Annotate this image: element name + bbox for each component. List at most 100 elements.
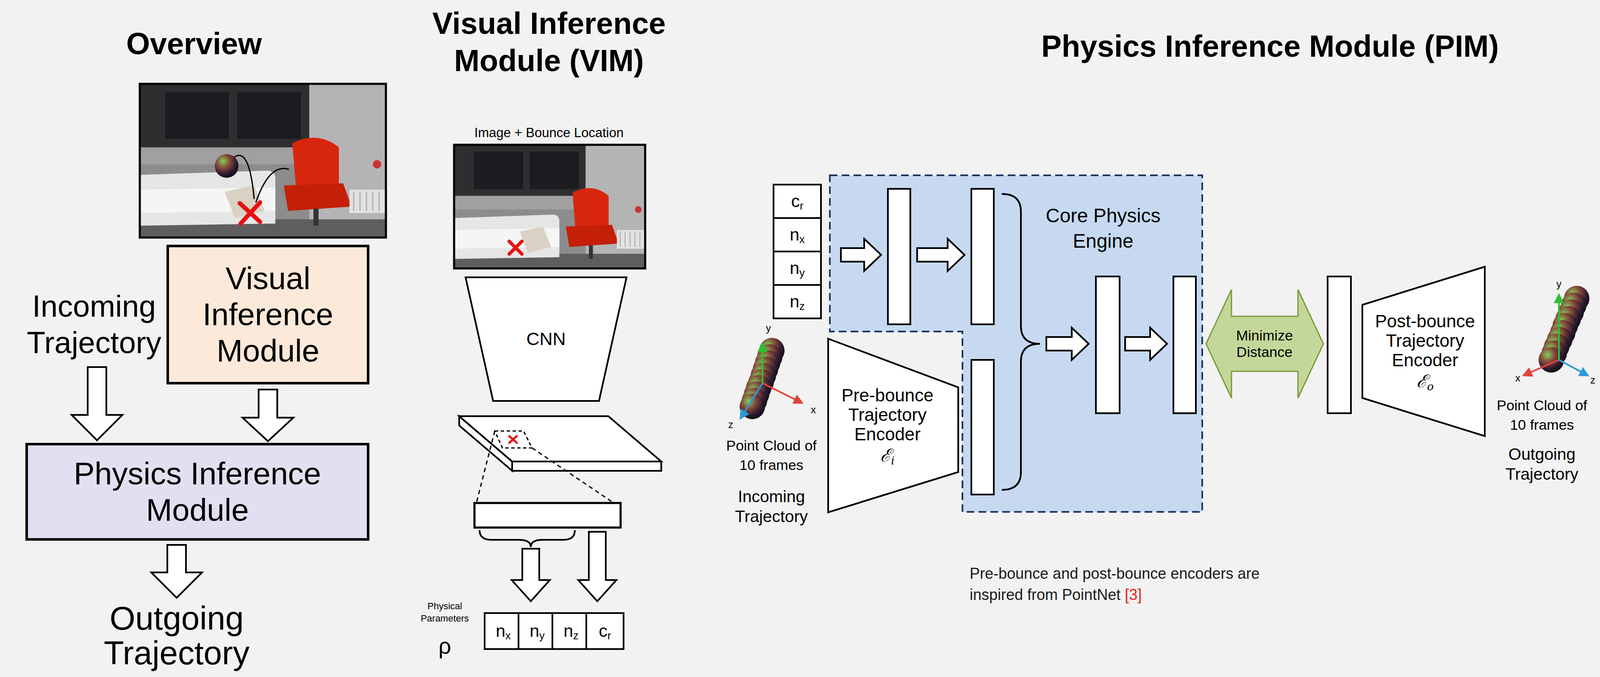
section-title-box: Physics Inference Module (PIM) — [994, 28, 1546, 64]
axis-label: x — [810, 404, 816, 416]
node-text: r — [799, 199, 804, 212]
layer-bar — [971, 360, 994, 495]
node-text: y — [799, 266, 805, 279]
engine-region-outline — [829, 175, 1203, 513]
node-text: Core Physics Engine — [1039, 203, 1167, 255]
flow-label-box: Outgoing Trajectory — [96, 601, 258, 672]
bounce-ball — [255, 168, 289, 203]
parameter-cell: ny — [772, 250, 822, 286]
parameter-cell: nz — [551, 612, 591, 651]
hollow-arrow — [840, 238, 882, 272]
axis-label-box: x — [1511, 372, 1525, 384]
axis-label: y — [765, 322, 771, 334]
node-text: ℰo — [1374, 371, 1476, 392]
layer-bar — [1327, 276, 1351, 414]
point-cloud — [1538, 285, 1590, 373]
feature-vector — [474, 503, 621, 528]
node-text: y — [539, 629, 545, 642]
data-label: Point Cloud of 10 frames — [1496, 397, 1588, 433]
feature-map — [509, 436, 517, 444]
flow-label-box: Incoming Trajectory — [22, 288, 167, 362]
parameter-cell: nx — [772, 217, 822, 253]
layer-bar — [887, 188, 1351, 495]
text-block: Post-bounce Trajectory Encoderℰo — [1374, 311, 1476, 392]
node-text: ny — [776, 257, 819, 279]
loss-double-arrow: Minimize Distance — [1206, 289, 1324, 399]
bounce-mark — [239, 202, 261, 224]
node-text: nz — [554, 621, 588, 642]
scene-photo — [139, 83, 386, 238]
feature-map — [476, 431, 613, 503]
parameter-cell: nz — [772, 284, 822, 320]
text-block: Core Physics Engine — [1039, 203, 1167, 255]
input-image — [454, 144, 646, 269]
hollow-arrow — [1125, 327, 1168, 361]
layer-bar — [1095, 276, 1120, 414]
text-block: ny — [776, 257, 819, 279]
scene-photo — [139, 83, 386, 238]
parameter-cell: ny — [517, 612, 557, 651]
image-caption-box: Image + Bounce Location — [443, 124, 655, 141]
text-block: ny — [521, 621, 554, 642]
text-block: cr — [776, 191, 819, 212]
module-box: Visual Inference Module — [166, 244, 370, 385]
node-text: i — [890, 454, 895, 468]
citation: [3] — [1124, 586, 1142, 604]
encoder-trapezoid-outline — [1362, 266, 1485, 437]
feature-map — [459, 416, 662, 462]
data-label-box: Outgoing Trajectory — [1491, 444, 1593, 485]
node-text: cr — [776, 191, 819, 212]
flow-label: Incoming Trajectory — [26, 289, 161, 360]
section-title: Overview — [126, 26, 262, 61]
cnn-trapezoid-outline — [465, 277, 627, 402]
parameter-symbol-box: ρ — [432, 634, 458, 659]
layer-bar — [971, 188, 994, 325]
text-block: CNN — [499, 328, 593, 351]
brace — [1001, 194, 1040, 491]
section-title-box: Overview — [83, 26, 305, 62]
axis-label-box: x — [806, 404, 820, 416]
input-image — [454, 144, 646, 269]
encoder-trapezoid-outline — [828, 338, 959, 513]
node-text: nx — [776, 224, 819, 246]
node-text: x — [799, 233, 805, 246]
feature-map — [494, 431, 533, 449]
node-text: z — [799, 300, 805, 313]
text-block: nx — [776, 224, 819, 246]
hollow-arrow — [151, 545, 203, 599]
axis-arrow — [1558, 296, 1560, 361]
brace — [479, 530, 575, 548]
node-text: Pre-bounce Trajectory Encoder — [836, 385, 939, 445]
hollow-arrow — [511, 532, 617, 602]
axis-label: z — [1590, 374, 1596, 386]
node-text: nx — [487, 621, 520, 642]
feature-vector — [474, 503, 621, 528]
node-text: Visual Inference Module — [179, 260, 358, 369]
parameter-cell: cr — [772, 183, 822, 220]
encoder-trapezoid: Pre-bounce Trajectory Encoderℰi — [828, 338, 959, 513]
axis-label: y — [1556, 278, 1562, 290]
data-label-box: Point Cloud of 10 frames — [720, 436, 823, 476]
node-text: CNN — [499, 328, 593, 351]
node-text: ny — [521, 621, 554, 642]
node-text: x — [505, 629, 511, 642]
hollow-arrow — [840, 238, 1168, 361]
hollow-arrow — [1046, 327, 1089, 361]
text-block: nz — [776, 291, 819, 313]
parameter-cell: cr — [585, 612, 625, 651]
image-caption: Image + Bounce Location — [474, 125, 624, 141]
hollow-arrow — [578, 532, 617, 602]
section-title: Visual Inference Module (VIM) — [432, 6, 666, 78]
flow-label: Outgoing Trajectory — [103, 599, 250, 672]
parameter-label: Physical Parameters — [420, 601, 469, 624]
hollow-arrow — [917, 238, 965, 272]
layer-bar — [1173, 276, 1196, 414]
text-block: Physics Inference Module — [36, 455, 359, 528]
node-text: Minimize Distance — [1224, 327, 1305, 361]
axis-label-box: y — [762, 322, 775, 334]
text-block: nz — [554, 621, 588, 642]
hollow-arrow — [511, 549, 550, 602]
data-label-box: Point Cloud of 10 frames — [1491, 396, 1593, 436]
text-block: Minimize Distance — [1224, 327, 1305, 361]
point-cloud — [739, 393, 766, 420]
